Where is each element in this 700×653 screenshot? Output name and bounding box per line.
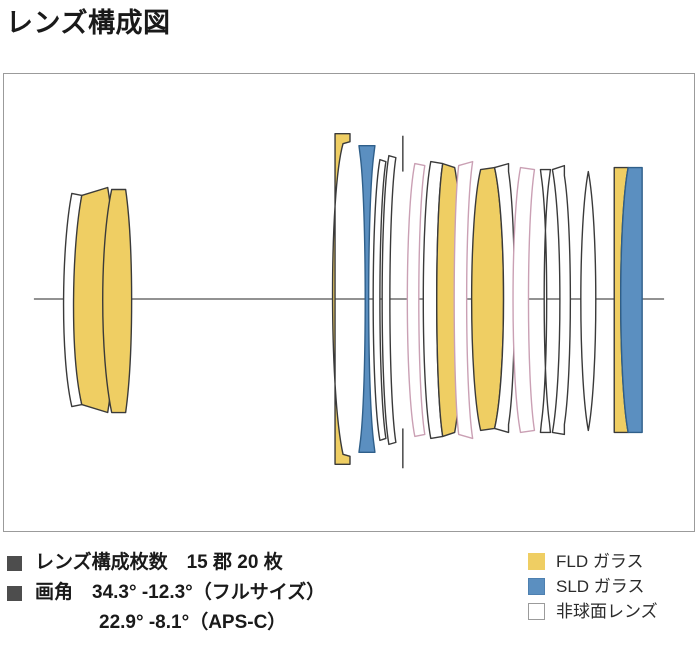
lens-element-4-fld xyxy=(331,133,351,465)
lens-element-17-biconvex xyxy=(580,170,597,432)
lens-diagram-frame xyxy=(3,73,695,532)
page-title: レンズ構成図 xyxy=(6,8,171,38)
lens-element-6-meniscus xyxy=(372,158,387,442)
spec-label-element-count: レンズ構成枚数 15 郡 20 枚 xyxy=(35,552,283,573)
legend-item-fld: FLD ガラス xyxy=(528,549,700,574)
sld-glass-swatch-icon xyxy=(528,578,545,595)
legend-label-fld: FLD ガラス xyxy=(556,552,644,571)
lens-element-19-sld xyxy=(620,166,643,434)
lens-elements xyxy=(62,133,643,469)
lens-element-12-fld xyxy=(470,166,505,432)
spec-label-angle-of-view: 画角 34.3° -12.3°（フルサイズ） xyxy=(35,582,326,603)
legend-item-aspherical: 非球面レンズ xyxy=(528,599,700,624)
lens-element-16-meniscus xyxy=(551,164,572,436)
lens-element-11-aspherical xyxy=(453,160,474,440)
lens-construction-diagram xyxy=(33,133,665,469)
legend-label-sld: SLD ガラス xyxy=(556,577,645,596)
lens-element-5-sld xyxy=(358,144,376,454)
lens-element-8-aspherical xyxy=(406,162,426,438)
lens-element-15-biconcave xyxy=(539,168,552,434)
specifications-block: レンズ構成枚数 15 郡 20 枚 画角 34.3° -12.3°（フルサイズ）… xyxy=(0,548,470,638)
fld-glass-swatch-icon xyxy=(528,553,545,570)
spec-row-angle-of-view-apsc: 22.9° -8.1°（APS-C） xyxy=(0,608,470,638)
lens-element-14-aspherical xyxy=(512,166,536,434)
spec-row-angle-of-view: 画角 34.3° -12.3°（フルサイズ） xyxy=(0,578,470,608)
lens-element-7-meniscus xyxy=(381,154,397,446)
square-bullet-icon xyxy=(7,586,22,601)
spec-row-element-count: レンズ構成枚数 15 郡 20 枚 xyxy=(0,548,470,578)
square-bullet-icon xyxy=(7,556,22,571)
legend-block: FLD ガラス SLD ガラス 非球面レンズ xyxy=(528,549,700,624)
lens-element-3-fld xyxy=(102,188,133,414)
legend-label-aspherical: 非球面レンズ xyxy=(556,602,658,621)
legend-item-sld: SLD ガラス xyxy=(528,574,700,599)
lens-element-13-meniscus xyxy=(493,162,516,434)
aspherical-lens-swatch-icon xyxy=(528,603,545,620)
spec-label-angle-of-view-apsc: 22.9° -8.1°（APS-C） xyxy=(99,612,287,633)
